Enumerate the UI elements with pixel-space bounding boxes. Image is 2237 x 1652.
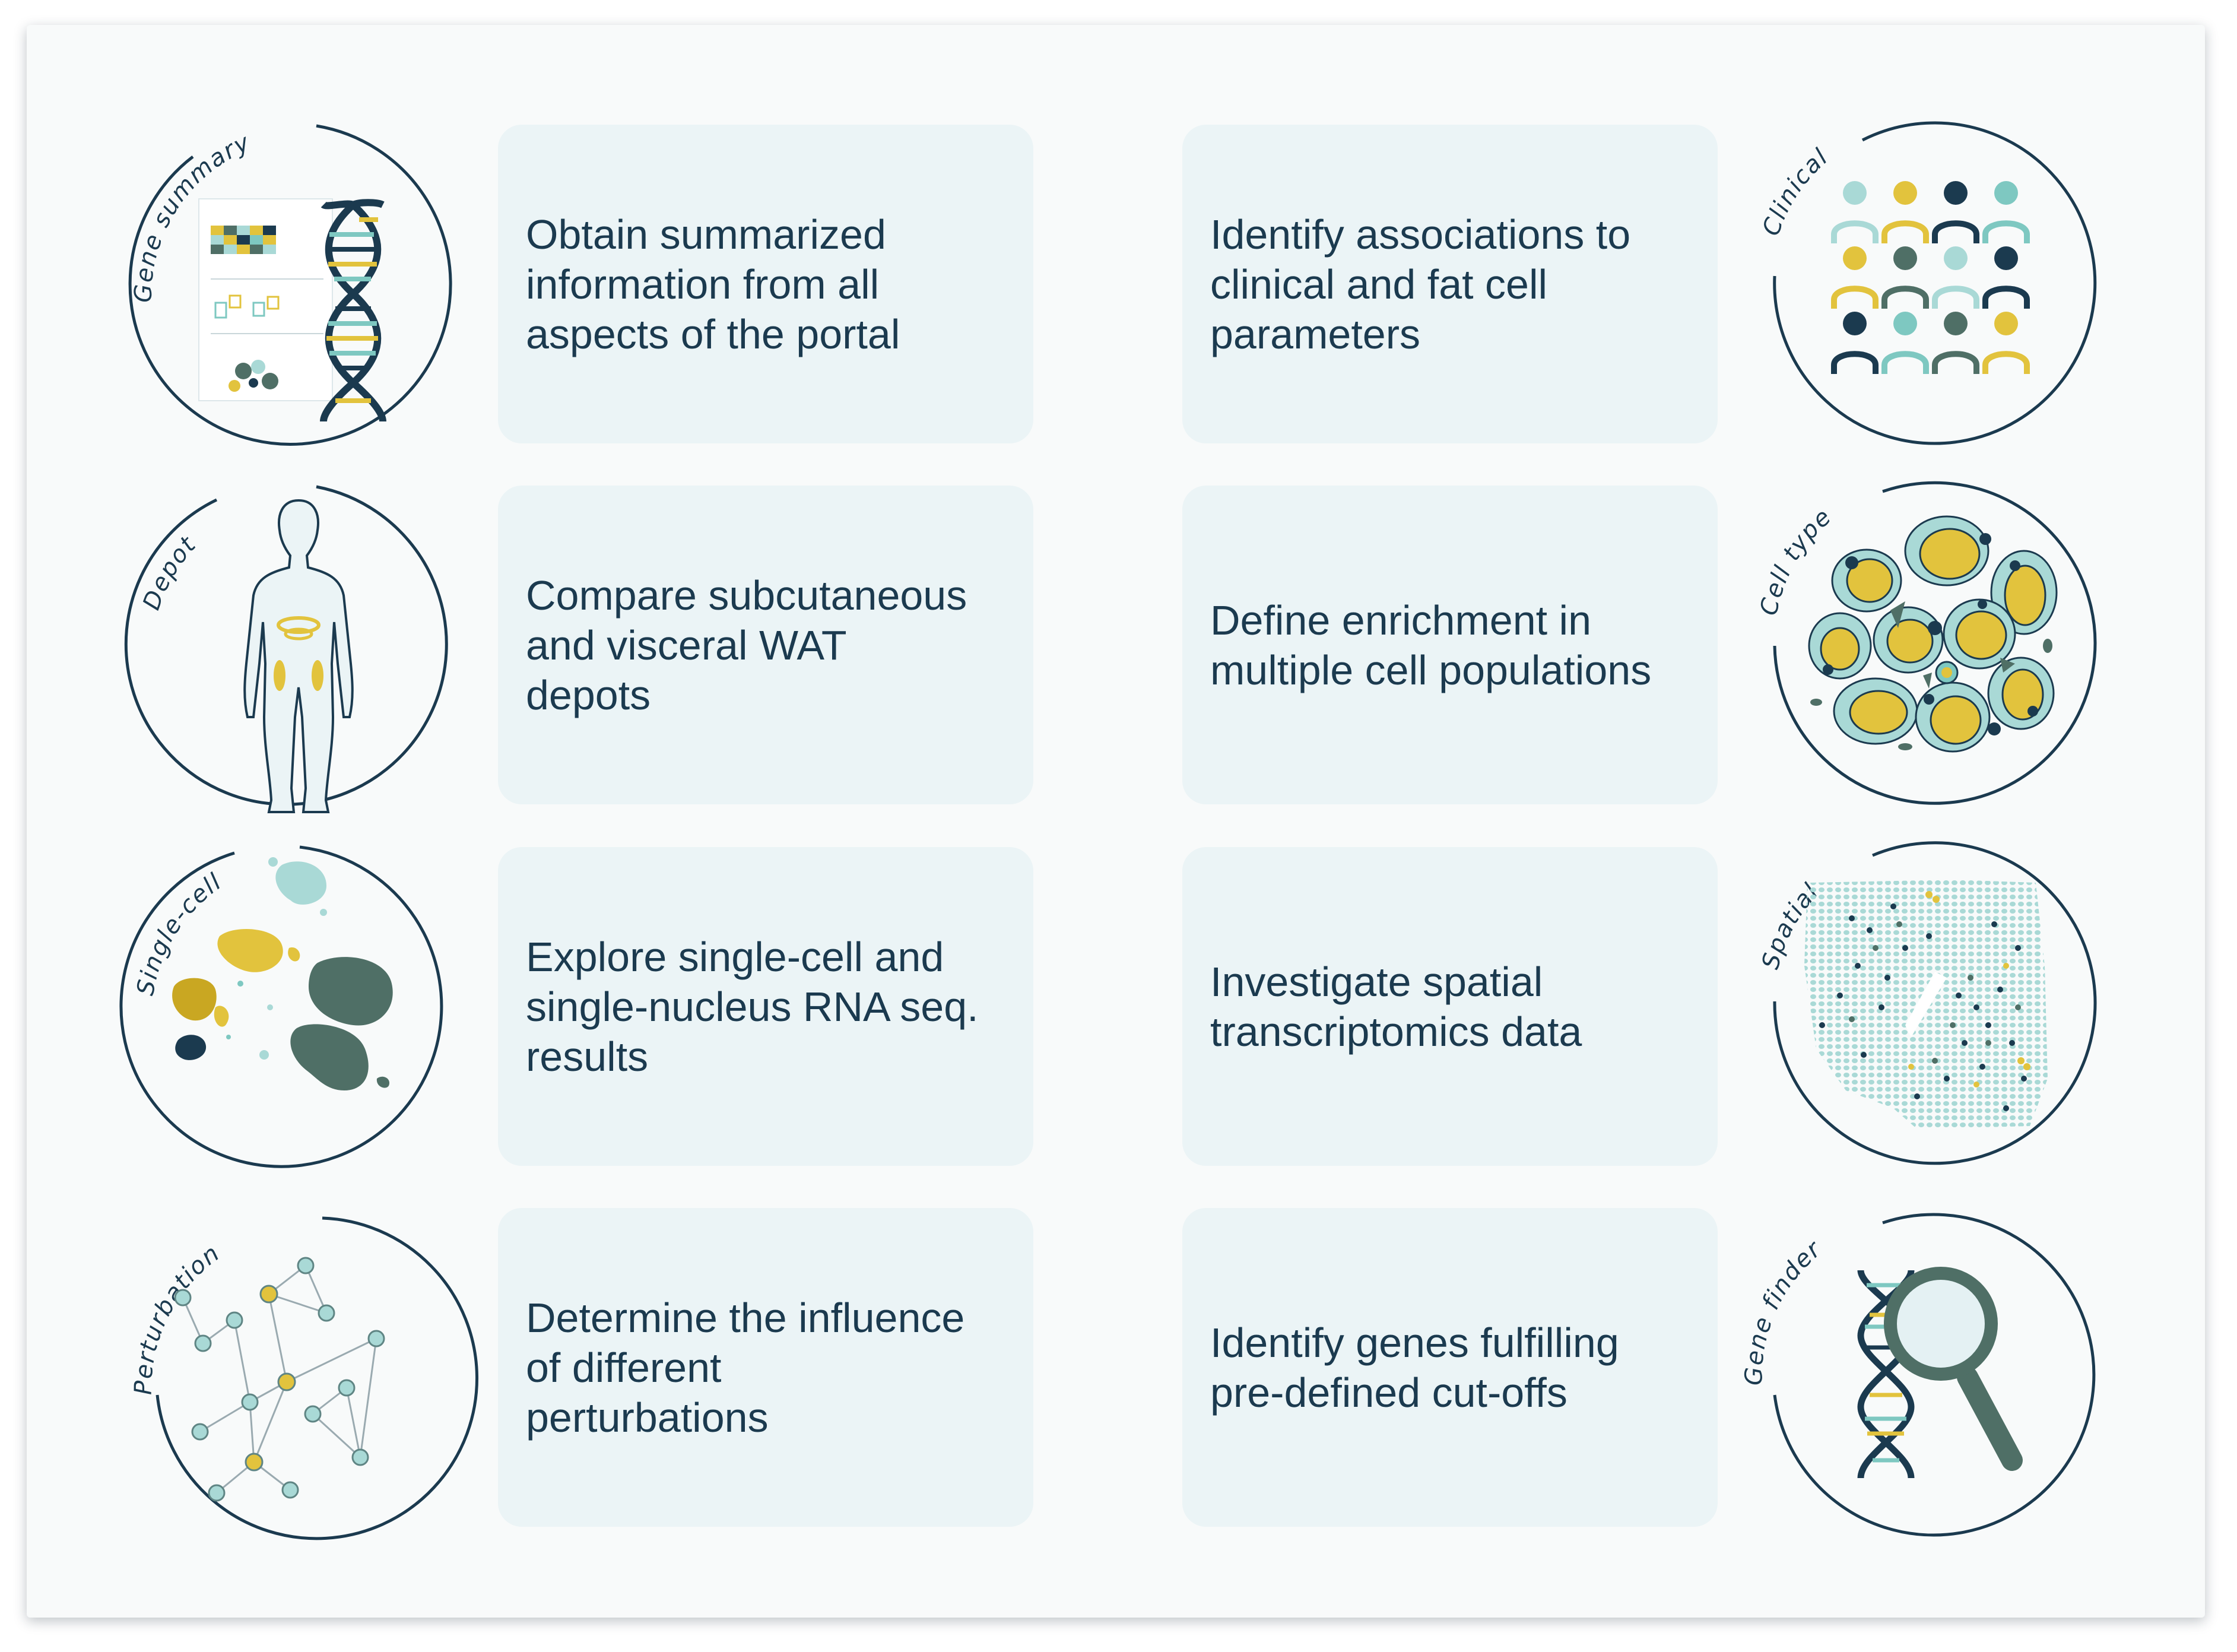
depot-circle: Depot [122,468,478,824]
network-graph-icon: Perturbation [130,1216,478,1540]
card-description: Identify genes fulfilling pre-defined cu… [1210,1319,1619,1416]
feature-card-cell-type[interactable]: Define enrichment in multiple cell popul… [1182,486,1718,804]
feature-card-spatial[interactable]: Investigate spatial transcriptomics data [1182,847,1718,1166]
circle-label: Single-cell [132,868,226,998]
gene-finder-circle: Gene finder [1740,1199,2107,1555]
circle-label: Clinical [1757,143,1832,239]
card-description: Explore single-cell and single-nucleus R… [526,933,979,1080]
people-icon: Clinical [1757,121,2097,445]
card-description: Determine the influence of different per… [526,1294,965,1441]
cell-type-circle: Cell type [1751,468,2107,824]
card-description: Compare subcutaneous and visceral WAT de… [526,572,967,718]
circle-label: Perturbation [130,1239,224,1396]
gene-summary-icon: Gene summary [128,124,452,446]
feature-card-gene-finder[interactable]: Identify genes fulfilling pre-defined cu… [1182,1208,1718,1527]
perturbation-circle: Perturbation [122,1199,478,1555]
feature-overview-panel: Gene summary [27,25,2205,1618]
svg-text:Cell type: Cell type [1755,503,1837,618]
svg-text:Gene finder: Gene finder [1740,1235,1827,1386]
svg-text:Perturbation: Perturbation [130,1239,226,1396]
adipocyte-cells-icon: Cell type [1755,481,2097,805]
magnifier-dna-icon: Gene finder [1740,1213,2096,1537]
feature-card-perturbation[interactable]: Determine the influence of different per… [498,1208,1033,1527]
spatial-circle: Spatial [1751,829,2107,1185]
circle-label: Depot [138,531,201,613]
card-description: Identify associations to clinical and fa… [1210,211,1631,357]
clinical-circle: Clinical [1751,107,2107,463]
feature-card-depot[interactable]: Compare subcutaneous and visceral WAT de… [498,486,1033,804]
circle-label: Cell type [1755,503,1836,618]
single-cell-circle: Single-cell [119,829,478,1185]
feature-card-gene-summary[interactable]: Obtain summarized information from all a… [498,125,1033,443]
feature-card-single-cell[interactable]: Explore single-cell and single-nucleus R… [498,847,1033,1166]
umap-cluster-icon: Single-cell [119,845,443,1168]
card-description: Obtain summarized information from all a… [526,211,900,357]
card-description: Investigate spatial transcriptomics data [1210,958,1582,1055]
human-body-icon: Depot [124,485,448,813]
spatial-spots-icon: Spatial [1757,841,2097,1165]
feature-card-clinical[interactable]: Identify associations to clinical and fa… [1182,125,1718,443]
svg-text:Clinical: Clinical [1757,143,1833,239]
circle-label: Gene finder [1740,1235,1826,1386]
svg-text:Single-cell: Single-cell [132,868,227,998]
svg-text:Depot: Depot [138,531,202,613]
gene-summary-circle: Gene summary [122,107,478,463]
card-description: Define enrichment in multiple cell popul… [1210,597,1652,693]
